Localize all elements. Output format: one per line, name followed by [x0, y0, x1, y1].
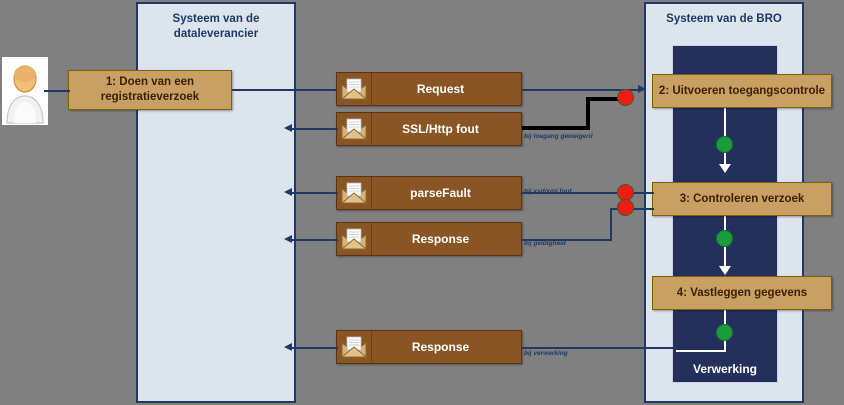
- message-ssl-label: SSL/Http fout: [402, 122, 479, 136]
- fail-route-access-to-ssl: [522, 126, 590, 130]
- connector-parsefault-return: [288, 192, 338, 194]
- connector-actor-to-activity1: [44, 90, 70, 92]
- connector-response1-riser: [610, 208, 612, 240]
- status-dot-green-3: [716, 324, 733, 341]
- envelope-icon: [337, 113, 372, 145]
- swimlane-dataleverancier: Systeem van de dataleverancier: [136, 2, 296, 403]
- flow-line-end-exit: [676, 350, 726, 352]
- message-request[interactable]: Request: [336, 72, 522, 106]
- activity-2-uitvoeren-toegangscontrole[interactable]: 2: Uitvoeren toegangscontrole: [652, 74, 832, 108]
- swimlane-dataleverancier-title: Systeem van de dataleverancier: [138, 12, 294, 42]
- envelope-icon: [337, 223, 372, 255]
- flow-arrow-to-3: [719, 164, 731, 173]
- arrow-ssl-to-supplier: [284, 124, 292, 132]
- fail-route-access-horizontal: [586, 97, 628, 101]
- user-actor-icon: [6, 65, 44, 124]
- status-dot-green-2: [716, 230, 733, 247]
- activity-3-label: 3: Controleren verzoek: [679, 193, 805, 205]
- connector-parsefault-from-check: [522, 192, 620, 194]
- swimlane-title-line1: Systeem van de BRO: [666, 13, 782, 25]
- activity-2-label: 2: Uitvoeren toegangscontrole: [658, 85, 826, 97]
- arrow-parsefault-to-supplier: [284, 188, 292, 196]
- arrow-to-activity2: [638, 85, 646, 93]
- swimlane-title-line1: Systeem van de: [172, 13, 260, 25]
- connector-activity1-to-request: [232, 89, 338, 91]
- status-dot-green-1: [716, 136, 733, 153]
- message-response1-label: Response: [411, 232, 470, 246]
- message-response2-label: Response: [411, 340, 470, 354]
- condition-label-toegang: bij toegang geweigerd: [524, 133, 593, 140]
- activity-4-vastleggen-gegevens[interactable]: 4: Vastleggen gegevens: [652, 276, 832, 310]
- activity-1-doen-registratieverzoek[interactable]: 1: Doen van een registratieverzoek: [68, 70, 232, 110]
- connector-response2-return: [288, 347, 338, 349]
- fail-route-access-vertical: [586, 97, 590, 129]
- connector-parsefault-dot-to-act3: [634, 192, 654, 194]
- connector-response2-from-processing: [522, 347, 676, 349]
- activity-4-label: 4: Vastleggen gegevens: [676, 287, 808, 299]
- message-response-verwerking[interactable]: Response: [336, 330, 522, 364]
- connector-response1-return: [288, 239, 338, 241]
- connector-response1-from-check: [522, 239, 612, 241]
- actor-dataleverancier: [2, 57, 48, 125]
- flow-arrow-to-4: [719, 266, 731, 275]
- swimlane-title-line2: dataleverancier: [173, 28, 259, 40]
- processing-label: Verwerking: [692, 362, 758, 376]
- message-parsefault-label: parseFault: [410, 186, 471, 200]
- condition-label-xml: bij xsd/xml fout: [524, 188, 572, 195]
- envelope-icon: [337, 73, 372, 105]
- message-parsefault[interactable]: parseFault: [336, 176, 522, 210]
- activity-1-label-line2: registratieverzoek: [100, 91, 200, 103]
- envelope-icon: [337, 331, 372, 363]
- status-dot-red-1: [617, 89, 634, 106]
- swimlane-bro-title: Systeem van de BRO: [646, 12, 802, 27]
- connector-request-to-access-check: [522, 89, 612, 91]
- activity-3-controleren-verzoek[interactable]: 3: Controleren verzoek: [652, 182, 832, 216]
- activity-1-label-line1: 1: Doen van een: [105, 76, 195, 88]
- condition-label-geldigheid: bij geldigheid: [524, 240, 566, 247]
- message-request-label: Request: [416, 82, 465, 96]
- condition-label-verwerking: bij verwerking: [524, 350, 568, 357]
- status-dot-red-3: [617, 199, 634, 216]
- envelope-icon: [337, 177, 372, 209]
- arrow-response2-to-supplier: [284, 343, 292, 351]
- connector-ssl-return: [288, 128, 338, 130]
- message-response-geldigheid[interactable]: Response: [336, 222, 522, 256]
- arrow-response1-to-supplier: [284, 235, 292, 243]
- message-ssl-http-fout[interactable]: SSL/Http fout: [336, 112, 522, 146]
